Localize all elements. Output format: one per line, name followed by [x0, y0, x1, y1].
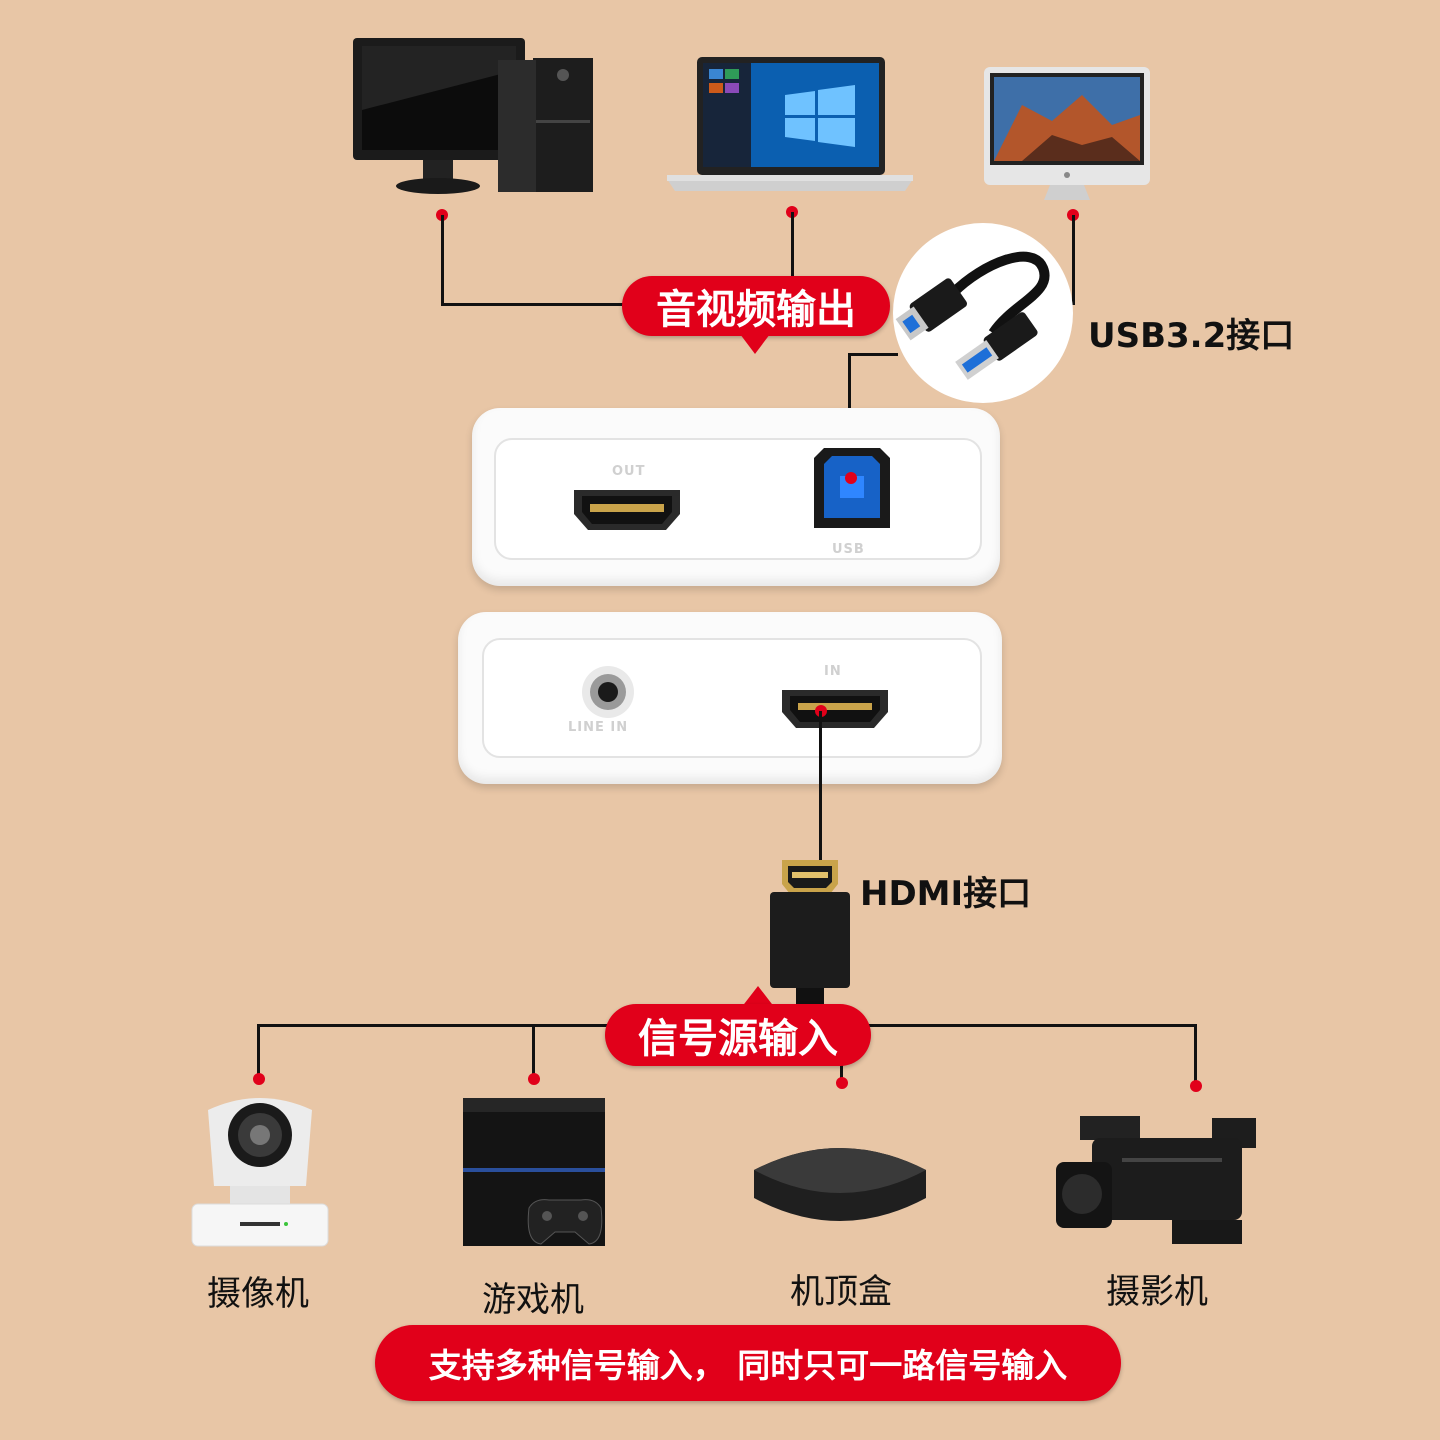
hdmi-in-port: [782, 690, 888, 728]
usb-b-port: [814, 448, 890, 528]
wire: [840, 1060, 843, 1082]
pill-pointer-up: [741, 986, 775, 1008]
usb-cable-icon: [895, 251, 1050, 380]
input-dot-3: [836, 1077, 848, 1089]
av-output-label: 音视频输出: [622, 276, 890, 336]
input-dot-4: [1190, 1080, 1202, 1092]
wire: [848, 353, 898, 356]
laptop-icon: [667, 57, 913, 191]
wire: [532, 1024, 535, 1079]
line-in-label: LINE IN: [568, 720, 629, 735]
wire: [441, 215, 444, 306]
usb-port-dot: [845, 472, 857, 484]
bottom-banner: 支持多种信号输入， 同时只可一路信号输入: [375, 1325, 1121, 1401]
wire: [1194, 1024, 1197, 1084]
desktop-pc-icon: [353, 38, 593, 194]
pill-pointer: [740, 334, 770, 354]
imac-icon: [984, 67, 1150, 200]
in-port-label: IN: [824, 664, 842, 679]
wire: [441, 303, 641, 306]
ptz-camera-icon: [191, 1098, 329, 1247]
usb-port-tiny-label: USB: [832, 542, 865, 557]
input-label-console: 游戏机: [482, 1280, 584, 1320]
front-panel: [482, 638, 982, 758]
input-label-camera: 摄像机: [207, 1274, 309, 1314]
input-dot-2: [528, 1073, 540, 1085]
set-top-box-icon: [754, 1148, 926, 1221]
capture-box-back: OUT USB: [472, 408, 1000, 586]
signal-input-label: 信号源输入: [605, 1004, 871, 1066]
hdmi-cable-icon: [770, 860, 850, 1008]
usb-port-label: USB3.2接口: [1088, 316, 1295, 356]
camcorder-icon: [1056, 1116, 1256, 1244]
wire: [791, 212, 794, 282]
input-label-camcorder: 摄影机: [1106, 1272, 1208, 1312]
hdmi-out-port: [574, 490, 680, 530]
input-label-settopbox: 机顶盒: [790, 1272, 892, 1312]
wire: [819, 711, 822, 863]
hdmi-port-label: HDMI接口: [860, 874, 1032, 914]
wire: [257, 1024, 260, 1079]
game-console-icon: [463, 1098, 605, 1246]
capture-box-front: LINE IN IN: [458, 612, 1002, 784]
back-panel: [494, 438, 982, 560]
out-port-label: OUT: [612, 464, 646, 479]
wire: [1072, 215, 1075, 305]
input-dot-1: [253, 1073, 265, 1085]
line-in-jack: [582, 666, 634, 718]
